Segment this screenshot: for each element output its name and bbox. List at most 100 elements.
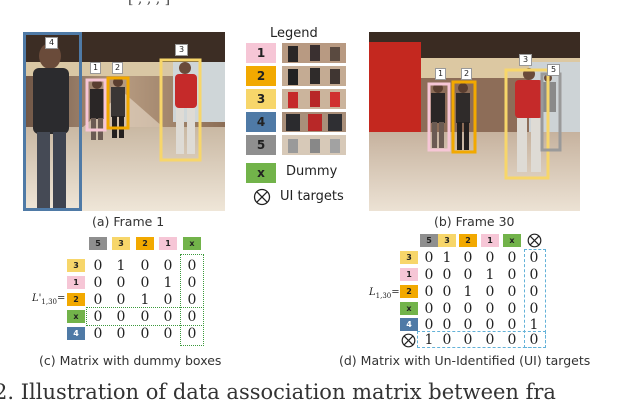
frame-1-image: 4 1 2 3 [23,32,225,211]
matrix-d-cell: 0 [424,317,434,333]
matrix-d-cell: 1 [463,284,473,300]
legend-dummy-label: Dummy [286,164,338,179]
top-clipped-text: [ , , , ] [128,0,170,7]
matrix-c-cell: 0 [116,326,126,342]
frame-1-box-label-1: 1 [90,62,101,74]
frame-1-box-label-4: 4 [45,37,58,49]
matrix-d-cell: 0 [507,301,517,317]
matrix-c-label-sub: 1,30 [41,298,57,306]
matrix-c-cell: 1 [163,275,173,291]
matrix-c-col-2: 2 [136,237,154,250]
matrix-d-cell: 0 [485,317,495,333]
matrix-c-label-eq: = [56,293,66,304]
matrix-c-row-4: 4 [67,327,85,340]
matrix-d-col-ui-icon [527,233,542,248]
legend: Legend 1 2 3 4 5 x Dummy UI targets [246,26,356,216]
frame-1-caption: (a) Frame 1 [92,214,165,229]
matrix-d-label-eq: = [391,287,400,298]
matrix-d-cell: 0 [485,250,495,266]
frame-1-box-label-2: 2 [112,62,123,74]
legend-thumbnail-3 [282,89,346,109]
matrix-c-cell: 0 [93,326,103,342]
matrix-d-cell: 0 [463,317,473,333]
matrix-d-row-ui-icon [401,333,416,348]
matrix-d-cell: 0 [529,250,539,266]
matrix-d-cell: 0 [507,332,517,348]
matrix-c-col-3: 3 [112,237,130,250]
matrix-d-cell: 0 [507,250,517,266]
matrix-d-cell: 0 [442,301,452,317]
matrix-d-cell: 0 [442,284,452,300]
matrix-d-cell: 0 [485,284,495,300]
matrix-c-cell: 0 [163,258,173,274]
matrix-c-cell: 0 [163,326,173,342]
matrix-c-row-3: 3 [67,259,85,272]
matrix-c-cell: 0 [140,309,150,325]
matrix-c-row-1: 1 [67,276,85,289]
matrix-d-cell: 0 [507,284,517,300]
matrix-d-cell: 0 [463,332,473,348]
legend-title: Legend [270,26,318,41]
matrix-c-col-5: 5 [89,237,107,250]
frame-30-box-label-1: 1 [435,68,446,80]
matrix-c-cell: 0 [93,258,103,274]
matrix-c-col-x: x [183,237,201,250]
matrix-c-cell: 0 [116,292,126,308]
matrix-c-cell: 0 [140,258,150,274]
matrix-d-cell: 0 [529,267,539,283]
matrix-c-cell: 0 [140,326,150,342]
frame-30-caption: (b) Frame 30 [434,214,515,229]
matrix-d-col-x: x [503,234,521,247]
legend-tag-4: 4 [246,112,276,132]
legend-tag-5: 5 [246,135,276,155]
matrix-d-row-1: 1 [400,268,418,281]
matrix-d-cell: 0 [507,267,517,283]
frame-30-box-label-5: 5 [547,64,560,76]
matrix-d-label-main: L [369,287,376,298]
matrix-c-cell: 0 [187,309,197,325]
matrix-c-cell: 0 [187,292,197,308]
matrix-c-cell: 0 [187,258,197,274]
matrix-c-cell: 0 [116,275,126,291]
legend-tag-1: 1 [246,43,276,63]
matrix-c-row-x: x [67,310,85,323]
matrix-d-row-2: 2 [400,285,418,298]
matrix-d-col-2: 2 [459,234,477,247]
matrix-d-cell: 0 [529,284,539,300]
matrix-d-cell: 0 [463,267,473,283]
frame-1-box-label-3: 3 [175,44,188,56]
matrix-c-cell: 0 [93,309,103,325]
matrix-c-caption: (c) Matrix with dummy boxes [39,353,222,368]
matrix-d-cell: 0 [442,317,452,333]
matrix-d-col-5: 5 [420,234,438,247]
matrix-c-cell: 0 [163,309,173,325]
figure-caption: 2. Illustration of data association matr… [0,380,556,404]
legend-tag-3: 3 [246,89,276,109]
matrix-d-cell: 0 [485,301,495,317]
matrix-d-cell: 1 [529,317,539,333]
matrix-d-row-3: 3 [400,251,418,264]
matrix-d-cell: 0 [424,250,434,266]
matrix-c-cell: 1 [116,258,126,274]
circled-times-icon [253,188,271,206]
matrix-c-label: L'1,30= [32,293,65,306]
matrix-d-row-x: x [400,302,418,315]
matrix-d-cell: 0 [507,317,517,333]
matrix-d-col-3: 3 [438,234,456,247]
matrix-d-label: L1,30= [369,287,400,300]
matrix-c-cell: 0 [187,275,197,291]
frame-30-image: 1 2 3 5 [369,32,580,211]
matrix-d-col-1: 1 [481,234,499,247]
legend-thumbnail-1 [282,43,346,63]
matrix-c-label-main: L' [32,293,42,304]
legend-tag-2: 2 [246,66,276,86]
matrix-c-cell: 1 [140,292,150,308]
matrix-d-cell: 0 [442,267,452,283]
matrix-d-cell: 0 [529,301,539,317]
legend-ui-label: UI targets [280,189,344,204]
matrix-c-cell: 0 [93,275,103,291]
matrix-c-dummy-column-highlight [180,254,204,346]
matrix-c-row-2: 2 [67,293,85,306]
matrix-d-cell: 1 [485,267,495,283]
matrix-d-cell: 0 [424,284,434,300]
